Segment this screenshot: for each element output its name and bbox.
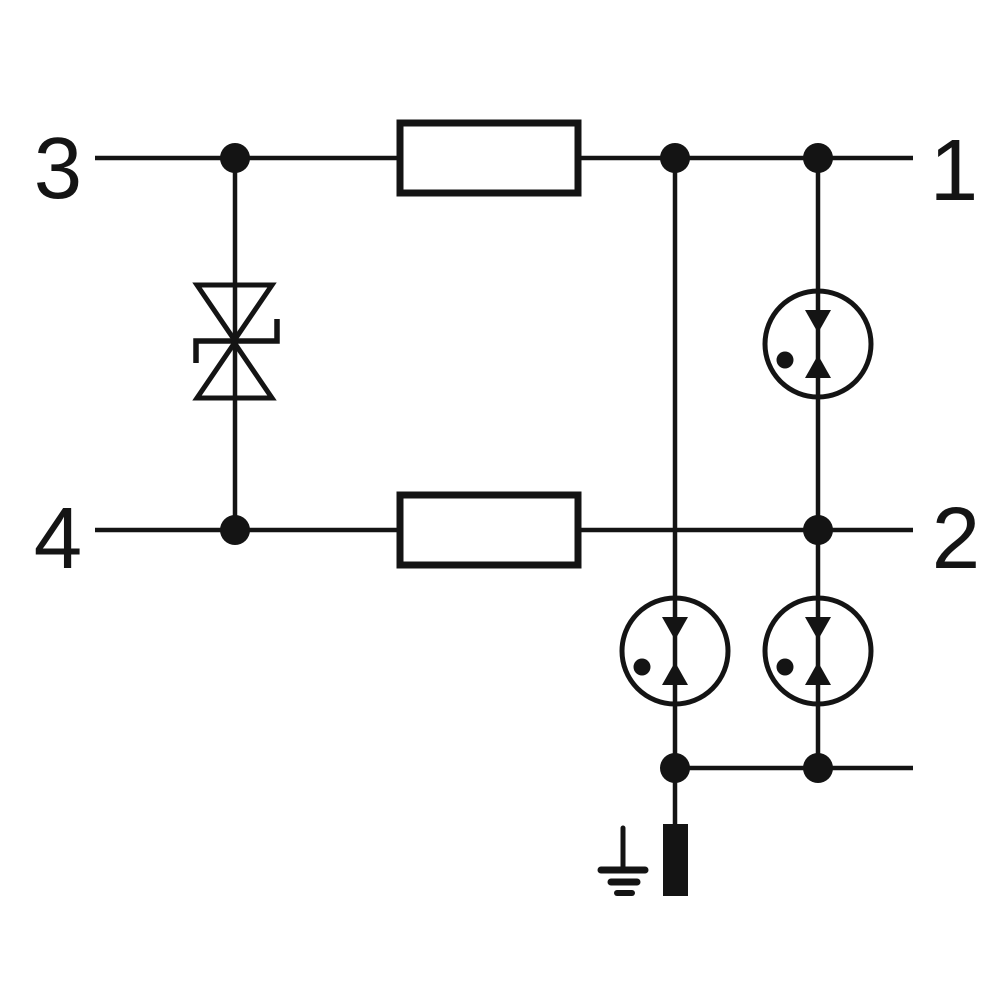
tvs-top-triangle <box>192 282 277 345</box>
terminal-label-4: 4 <box>34 490 82 587</box>
junction-dot <box>220 143 250 173</box>
gdt-electrode-up <box>805 662 831 685</box>
gdt-electrode-down <box>805 310 831 333</box>
gdt-electrode-up <box>805 355 831 378</box>
fill-layer <box>220 143 833 896</box>
ground-contact-bar <box>663 824 688 896</box>
terminal-label-1: 1 <box>930 122 978 219</box>
gdt-gas-dot <box>633 658 651 676</box>
gdt-electrode-down <box>805 617 831 640</box>
gdt-right-lower-electrodes <box>776 617 831 685</box>
junction-dot <box>660 753 690 783</box>
gdt-middle-lower-electrodes <box>633 617 688 685</box>
gdt-electrode-up <box>662 662 688 685</box>
gdt-middle-lower-circle <box>619 595 731 707</box>
gdt-gas-dot <box>776 658 794 676</box>
junction-dot <box>803 515 833 545</box>
earth-ground-symbol <box>597 825 649 896</box>
gdt-right-upper-electrodes <box>776 310 831 378</box>
impedance-box-top-symbol <box>396 119 582 197</box>
tvs-zener-bar <box>193 319 280 363</box>
gdt-right-lower-circle <box>762 595 874 707</box>
gdt-gas-dot <box>776 351 794 369</box>
terminal-label-3: 3 <box>34 120 82 217</box>
terminal-labels: 3 1 4 2 <box>34 120 980 587</box>
junction-dot <box>803 143 833 173</box>
junction-dot <box>660 143 690 173</box>
terminal-label-2: 2 <box>932 490 980 587</box>
junction-dot <box>220 515 250 545</box>
tvs-bottom-triangle <box>192 338 277 401</box>
junction-dot <box>803 753 833 783</box>
gdt-electrode-down <box>662 617 688 640</box>
tvs-diode-symbol <box>192 282 280 401</box>
impedance-box-bottom-symbol <box>396 491 582 569</box>
stroke-layer <box>95 119 913 896</box>
gdt-right-upper-circle <box>762 288 874 400</box>
